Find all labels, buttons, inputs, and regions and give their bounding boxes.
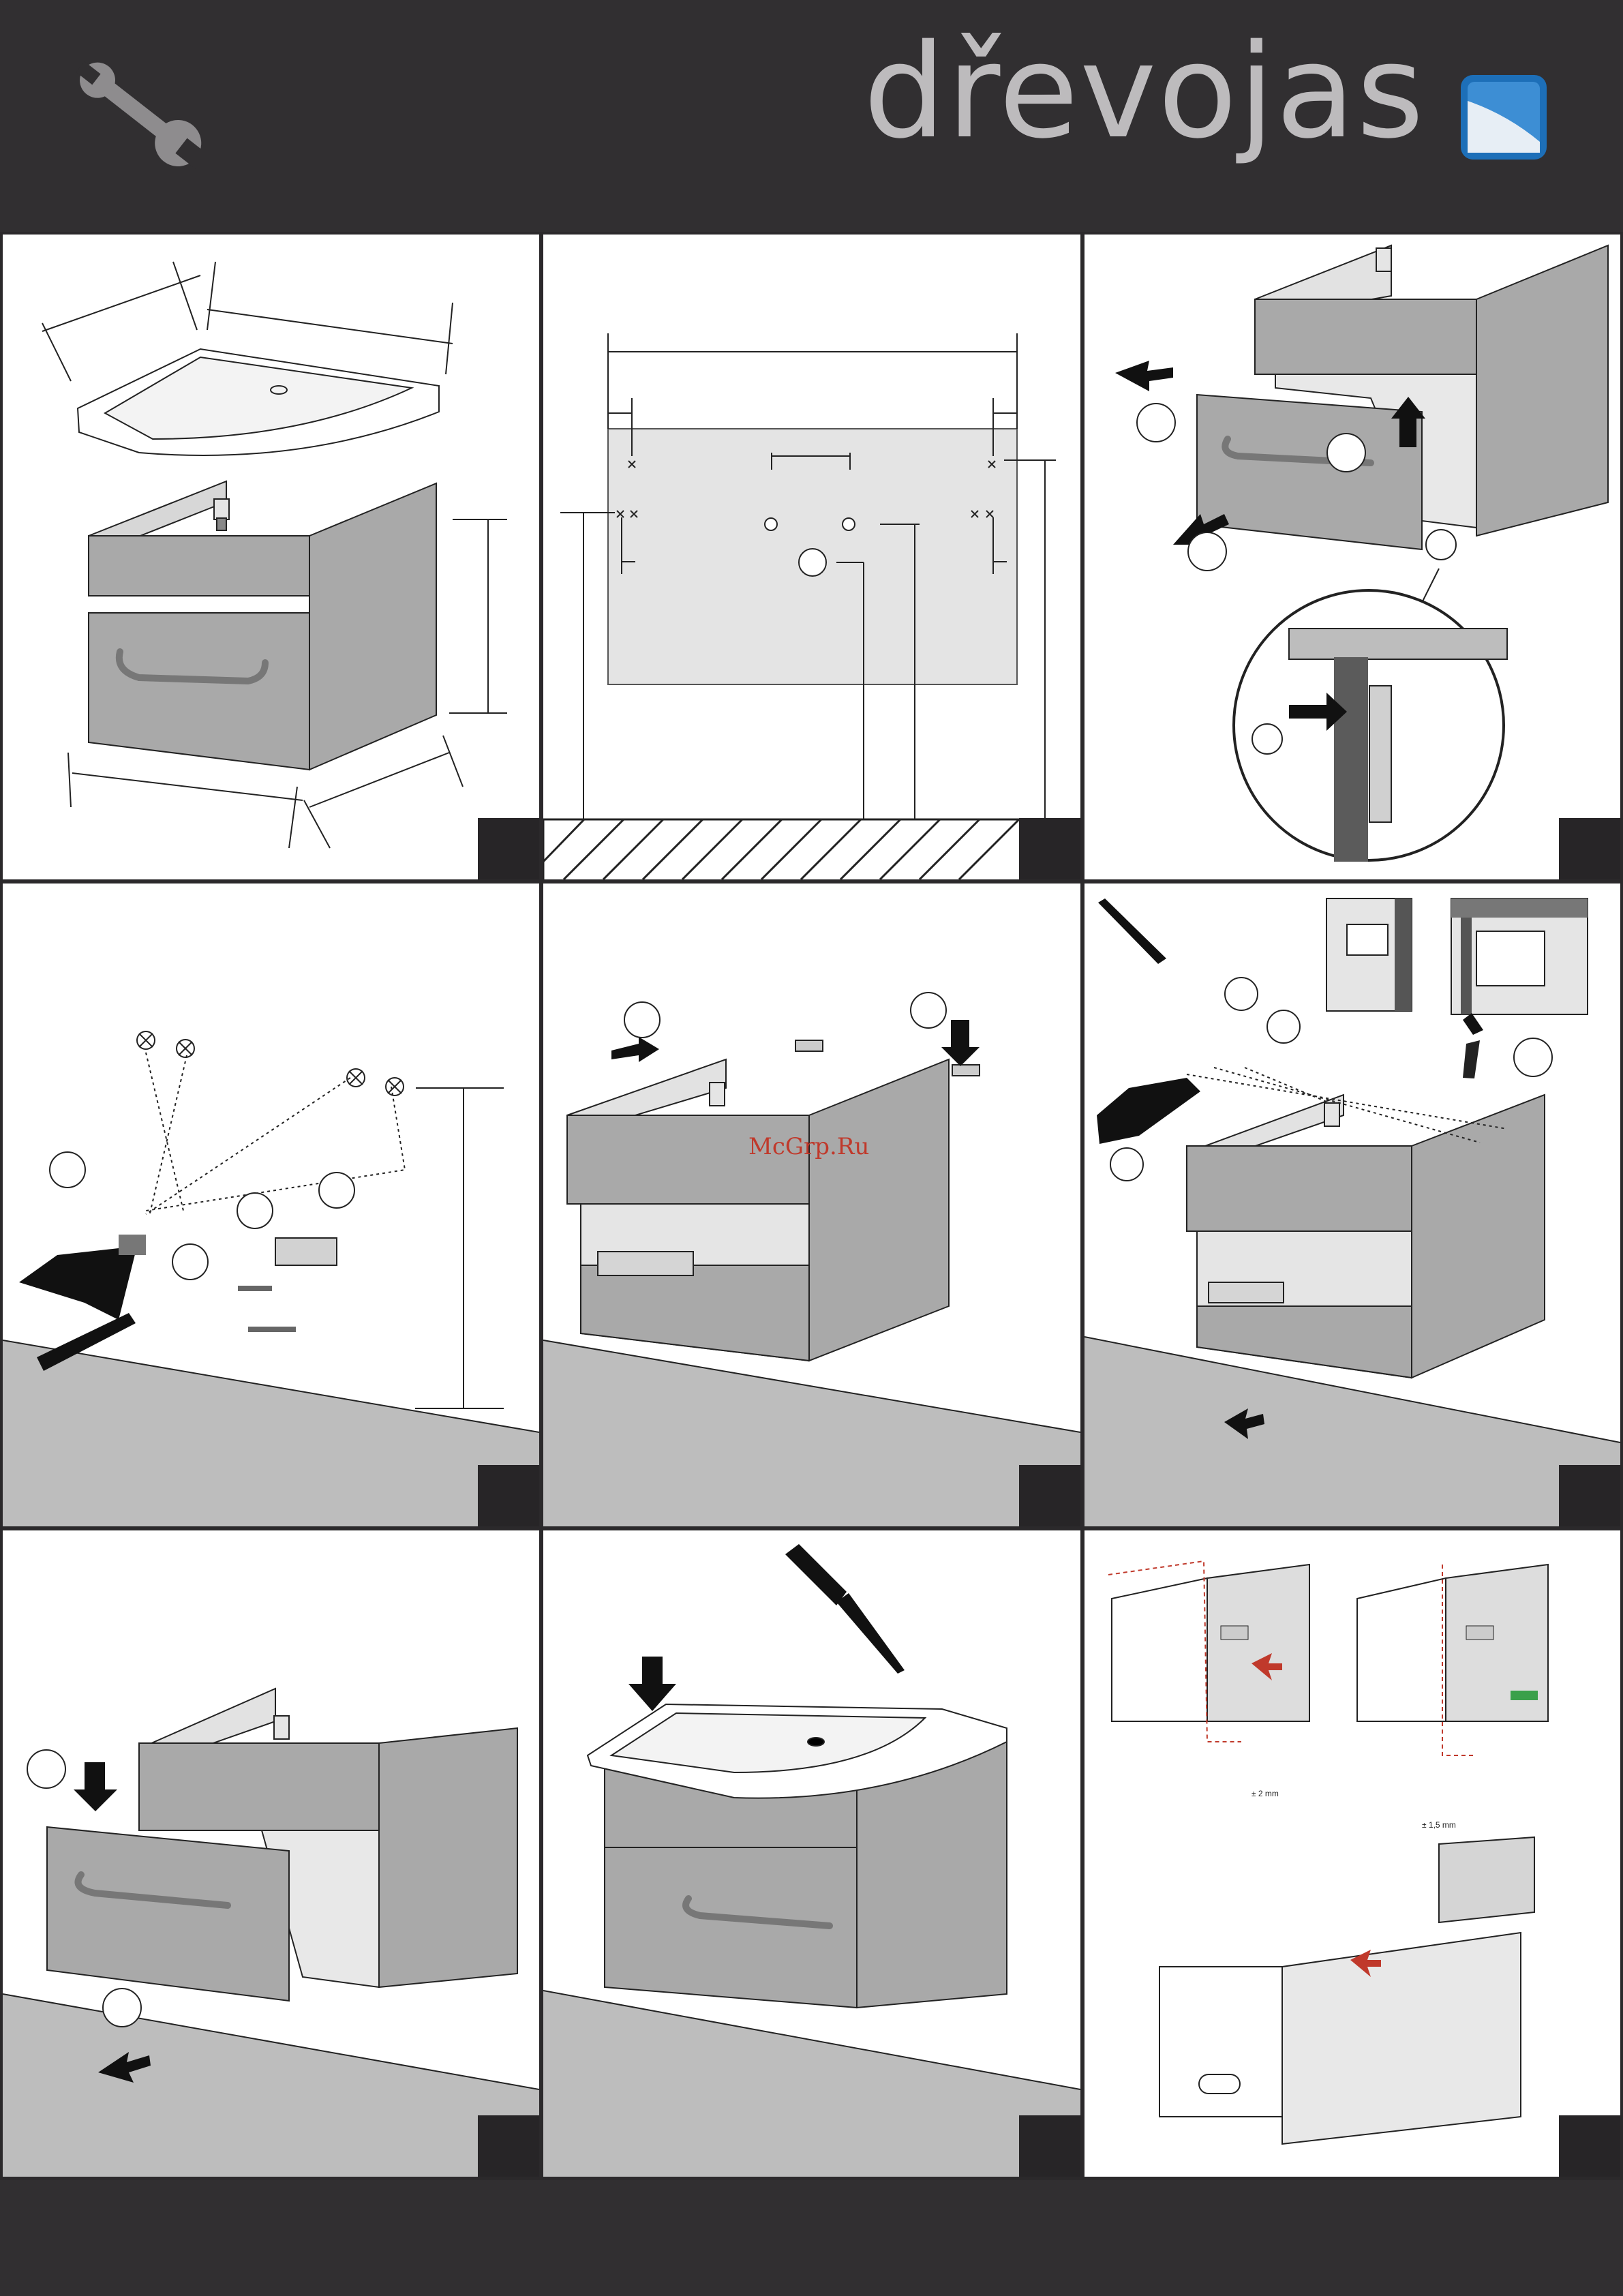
step-panel-4 — [3, 883, 539, 1526]
height-adjustment-label: ± 1,5 mm — [1422, 1820, 1456, 1830]
footer-bar — [0, 2180, 1623, 2296]
side-adjustment-label: ± 2 mm — [1252, 1789, 1279, 1798]
step-number-box-6 — [1559, 1465, 1620, 1526]
step-number-box-9 — [1559, 2115, 1620, 2177]
step-number-box-1 — [478, 818, 539, 879]
step-panel-1 — [3, 235, 539, 879]
step-number-box-4 — [478, 1465, 539, 1526]
step-panel-9: ± 2 mm ± 1,5 mm — [1084, 1530, 1620, 2177]
step-number-box-7 — [478, 2115, 539, 2177]
step-panel-5 — [543, 883, 1080, 1526]
watermark-text: McGrp.Ru — [748, 1133, 869, 1160]
brand-name: dřevojas — [864, 27, 1425, 157]
step-number-box-3 — [1559, 818, 1620, 879]
header-bar: dřevojas — [0, 0, 1623, 232]
step-panel-2 — [543, 235, 1080, 879]
step-panel-6 — [1084, 883, 1620, 1526]
step-panel-7 — [3, 1530, 539, 2177]
step-number-box-8 — [1019, 2115, 1080, 2177]
step-panel-3 — [1084, 235, 1620, 879]
step-number-box-2 — [1019, 818, 1080, 879]
drevojas-square-logo-icon — [1459, 74, 1548, 161]
wrench-icon — [72, 61, 215, 170]
step-panel-8 — [543, 1530, 1080, 2177]
step-number-box-5 — [1019, 1465, 1080, 1526]
